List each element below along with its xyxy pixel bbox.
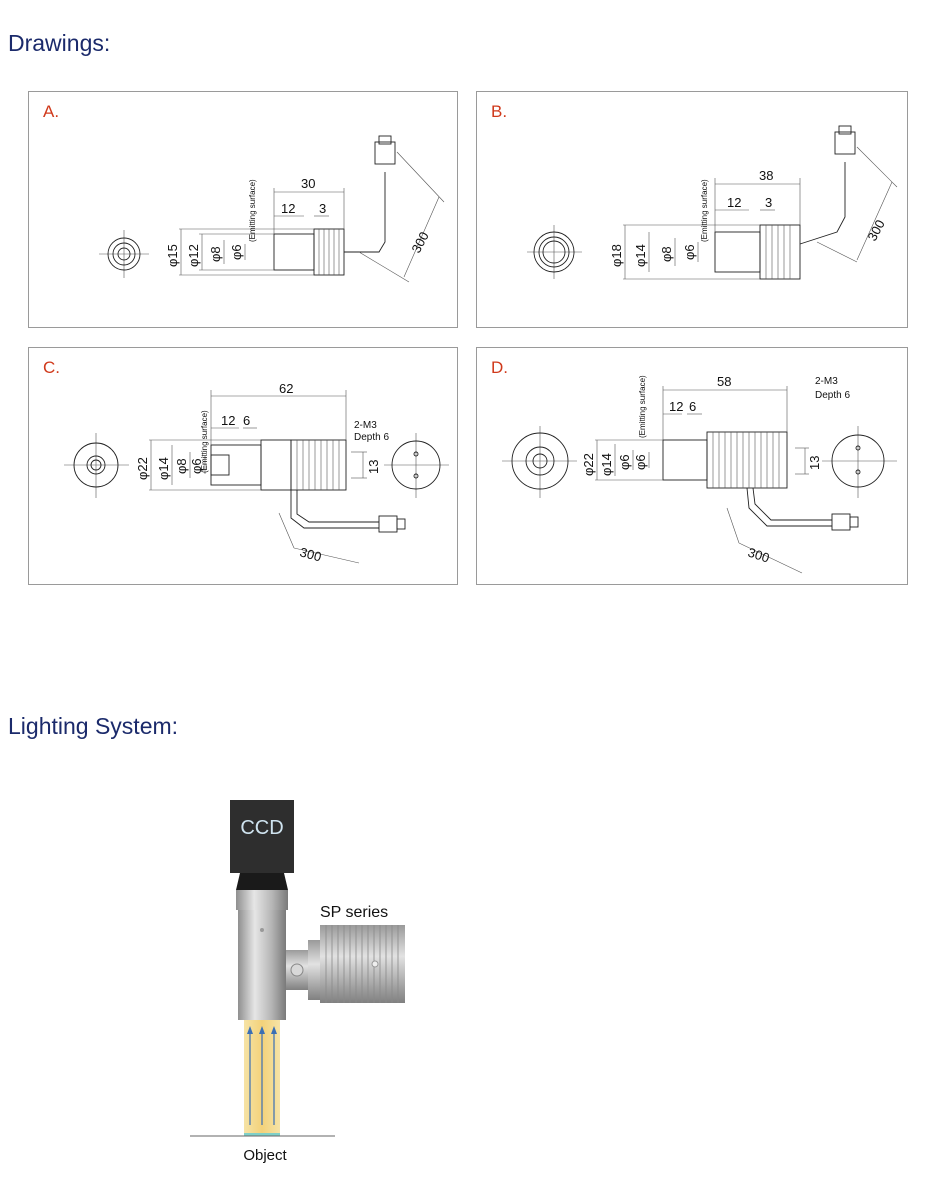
- dim-d3: φ6: [617, 454, 632, 470]
- dim-cable: 300: [298, 544, 323, 564]
- dim-d1: φ15: [165, 244, 180, 267]
- drawing-panel-a: A. φ15 φ12 φ8 φ6 (Emitting surface): [28, 91, 458, 328]
- dim-d1: φ18: [609, 244, 624, 267]
- dim-d2: φ14: [599, 453, 614, 476]
- drawings-heading: Drawings:: [8, 30, 111, 56]
- dim-d4: φ6: [229, 244, 244, 260]
- panel-label: B.: [491, 102, 508, 121]
- dim-cable: 300: [408, 229, 431, 255]
- panel-label: C.: [43, 358, 60, 377]
- ccd-label: CCD: [240, 817, 283, 839]
- dim-d1: φ22: [581, 453, 596, 476]
- depth-label: Depth 6: [354, 432, 389, 443]
- drawing-panel-c: C. φ22 φ14 φ8 φ6 (Emitting surface) 62: [28, 347, 458, 585]
- dim-cable: 300: [864, 217, 887, 243]
- object-label: Object: [243, 1147, 287, 1164]
- dim-len2: 6: [689, 399, 696, 414]
- sp-series-light: [320, 925, 405, 1003]
- dim-side: 13: [807, 456, 822, 470]
- dim-overall: 38: [759, 168, 773, 183]
- mount-label: 2-M3: [354, 420, 377, 431]
- dim-d3: φ8: [208, 246, 223, 262]
- emitting-label: (Emitting surface): [200, 410, 209, 473]
- emitting-label: (Emitting surface): [248, 179, 257, 242]
- dim-d4: φ6: [633, 454, 648, 470]
- dim-len2: 3: [319, 201, 326, 216]
- dim-overall: 58: [717, 374, 731, 389]
- dim-d4: φ6: [682, 244, 697, 260]
- drawing-panel-b: B. φ18 φ14 φ8 φ6 (Emitting surface) 38 1…: [476, 91, 908, 328]
- dim-len1: 12: [281, 201, 295, 216]
- depth-label: Depth 6: [815, 390, 850, 401]
- dim-d3: φ8: [174, 458, 189, 474]
- sp-series-label: SP series: [320, 904, 388, 921]
- dim-side: 13: [366, 460, 381, 474]
- drawing-b-svg: φ18 φ14 φ8 φ6 (Emitting surface) 38 12 3…: [527, 125, 898, 280]
- drawing-c-svg: φ22 φ14 φ8 φ6 (Emitting surface) 62 12 6…: [64, 381, 449, 565]
- drawing-a-svg: φ15 φ12 φ8 φ6 (Emitting surface) 30 12 3…: [99, 135, 445, 283]
- drawing-d-svg: φ22 φ14 φ6 φ6 (Emitting surface) 58 12 6…: [502, 374, 897, 574]
- dim-len2: 6: [243, 413, 250, 428]
- emitting-label: (Emitting surface): [700, 179, 709, 242]
- dim-overall: 62: [279, 381, 293, 396]
- dim-d2: φ14: [633, 244, 648, 267]
- dim-overall: 30: [301, 176, 315, 191]
- dim-cable: 300: [746, 545, 771, 566]
- panel-label: A.: [43, 102, 60, 121]
- dim-d2: φ12: [186, 244, 201, 267]
- panel-label: D.: [491, 358, 508, 377]
- dim-len1: 12: [727, 195, 741, 210]
- ccd-camera: [230, 800, 294, 873]
- lighting-heading: Lighting System:: [8, 713, 179, 739]
- emitting-label: (Emitting surface): [638, 375, 647, 438]
- dim-d3: φ8: [659, 246, 674, 262]
- dim-d2: φ14: [156, 457, 171, 480]
- dim-d4: φ6: [189, 458, 204, 474]
- mount-label: 2-M3: [815, 376, 838, 387]
- drawing-panel-d: D. φ22 φ14 φ6 φ6 (Emitting surface) 58: [476, 347, 908, 585]
- dim-len1: 12: [669, 399, 683, 414]
- dim-len1: 12: [221, 413, 235, 428]
- dim-len2: 3: [765, 195, 772, 210]
- dim-d1: φ22: [135, 457, 150, 480]
- lighting-system-illustration: CCD SP series Object: [190, 800, 405, 1164]
